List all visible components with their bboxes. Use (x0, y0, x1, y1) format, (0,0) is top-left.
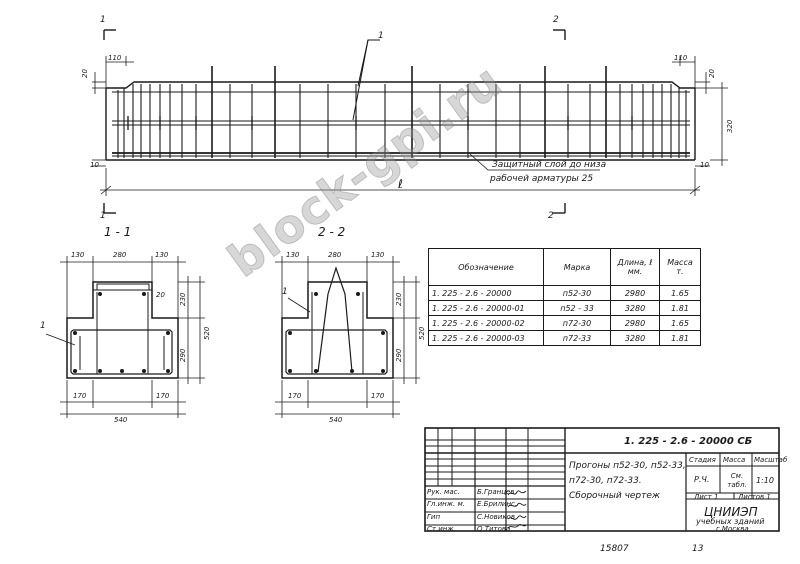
title-line-3: Сборочный чертеж (569, 491, 661, 501)
scale-value: 1:10 (756, 476, 774, 485)
spec-header-length: Длина, ℓ мм. (610, 248, 660, 286)
role-4: Ст.инж. (427, 525, 456, 533)
spec-cell: 1. 225 - 2.6 - 20000-03 (428, 330, 544, 346)
section-marks (103, 29, 566, 214)
dim-end-left: 110 (108, 54, 122, 62)
spec-cell: 1.65 (659, 315, 701, 331)
s1-dim-top-left: 130 (71, 251, 85, 259)
s1-dim-right-lower: 290 (179, 348, 187, 362)
spec-cell: п72-30 (543, 315, 611, 331)
inventory-number: 15807 (600, 544, 629, 554)
title-line-1: Прогоны п52-30, п52-33, (569, 461, 686, 471)
s2-dim-top-mid: 280 (328, 251, 342, 259)
table-row: 1. 225 - 2.6 - 20000-01 п52 - 33 3280 1.… (428, 300, 701, 316)
role-3: Гип (427, 513, 441, 521)
dim-beam-height: 320 (726, 119, 734, 133)
section-1-title: 1 - 1 (104, 225, 132, 239)
section-mark-2-top: 2 (553, 15, 559, 25)
spec-header-mark: Марка (543, 248, 611, 286)
s1-dim-bottom-right: 170 (156, 392, 170, 400)
scale-header: Масштаб (754, 456, 788, 464)
document-code: 1. 225 - 2.6 - 20000 СБ (624, 436, 753, 447)
rebar-leader-label: 1 (378, 31, 384, 41)
title-block-frame (424, 427, 780, 532)
table-row: 1. 225 - 2.6 - 20000-03 п72-33 3280 1.81 (428, 330, 701, 346)
name-2: Е.Брилинс. (477, 500, 518, 508)
s1-dim-width: 540 (114, 416, 128, 424)
role-2: Гл.инж. м. (427, 500, 465, 508)
s2-dim-right-lower: 290 (395, 348, 403, 362)
spec-cell: 2980 (610, 315, 660, 331)
spec-header-row: Обозначение Марка Длина, ℓ мм. Масса т. (428, 248, 701, 286)
s2-dim-bottom-right: 170 (371, 392, 385, 400)
stage-header: Стадия (689, 456, 716, 464)
specification-table: Обозначение Марка Длина, ℓ мм. Масса т. … (428, 248, 701, 346)
spec-cell: 2980 (610, 285, 660, 301)
main-dimensions (92, 56, 728, 196)
beam-elevation (105, 39, 696, 161)
dim-bottom-left: 10 (90, 161, 99, 169)
section-2-2-drawing (275, 256, 420, 418)
spec-cell: 1.81 (659, 300, 701, 316)
role-1: Рук. мас. (427, 488, 460, 496)
spec-cell: п72-33 (543, 330, 611, 346)
table-row: 1. 225 - 2.6 - 20000-02 п72-30 2980 1.65 (428, 315, 701, 331)
cover-note-line2: рабочей арматуры 25 (490, 174, 594, 184)
dim-length: ℓ (398, 177, 403, 191)
spec-cell: п52 - 33 (543, 300, 611, 316)
dim-bottom-right: 10 (700, 161, 709, 169)
spec-cell: 1.81 (659, 330, 701, 346)
s2-dim-top-left: 130 (286, 251, 300, 259)
organization-line2: учебных зданий (696, 517, 765, 526)
spec-cell: 1. 225 - 2.6 - 20000-01 (428, 300, 544, 316)
mass-header: Масса (723, 456, 746, 464)
spec-cell: 1. 225 - 2.6 - 20000-02 (428, 315, 544, 331)
dim-top-right: 20 (708, 69, 716, 78)
s2-leader: 1 (282, 287, 288, 297)
sheet-count: Листов 1 (738, 493, 771, 501)
s1-dim-bottom-left: 170 (73, 392, 87, 400)
s1-dim-right-small: 20 (156, 291, 165, 299)
dim-top-left: 20 (81, 69, 89, 78)
section-1-1-drawing (45, 256, 205, 418)
name-1: Б.Гранцев (477, 488, 515, 496)
organization-name: ЦНИИЭП (704, 505, 758, 519)
s2-dim-bottom-left: 170 (288, 392, 302, 400)
name-4: О.Титова (477, 525, 511, 533)
table-row: 1. 225 - 2.6 - 20000 п52-30 2980 1.65 (428, 285, 701, 301)
spec-cell: 3280 (610, 300, 660, 316)
name-3: С.Новиков (477, 513, 515, 521)
spec-cell: 1. 225 - 2.6 - 20000 (428, 285, 544, 301)
dim-end-right: 110 (674, 54, 688, 62)
s2-dim-right-upper: 230 (395, 292, 403, 306)
organization-city: г.Москва (716, 525, 749, 533)
s2-dim-width: 540 (329, 416, 343, 424)
section-mark-2-bottom: 2 (548, 211, 554, 221)
sheet-number: Лист 1 (694, 493, 719, 501)
spec-header-mass: Масса т. (659, 248, 701, 286)
spec-cell: п52-30 (543, 285, 611, 301)
s2-dim-top-right: 130 (371, 251, 385, 259)
mass-value: См. табл. (727, 472, 747, 489)
s1-dim-right-total: 520 (203, 326, 211, 340)
stage-value: Р.Ч. (694, 475, 710, 484)
s1-dim-right-upper: 230 (179, 292, 187, 306)
title-line-2: п72-30, п72-33. (569, 476, 642, 486)
spec-cell: 1.65 (659, 285, 701, 301)
spec-cell: 3280 (610, 330, 660, 346)
s1-dim-top-mid: 280 (113, 251, 127, 259)
spec-header-designation: Обозначение (428, 248, 544, 286)
s1-leader: 1 (40, 321, 46, 331)
section-mark-1-bottom: 1 (100, 211, 106, 221)
section-mark-1-top: 1 (100, 15, 106, 25)
s1-dim-top-right: 130 (155, 251, 169, 259)
page-number: 13 (692, 544, 704, 554)
cover-note-line1: Защитный слой до низа (492, 160, 607, 170)
s2-dim-right-total: 520 (418, 326, 426, 340)
signatures (507, 490, 527, 529)
section-2-title: 2 - 2 (318, 225, 346, 239)
